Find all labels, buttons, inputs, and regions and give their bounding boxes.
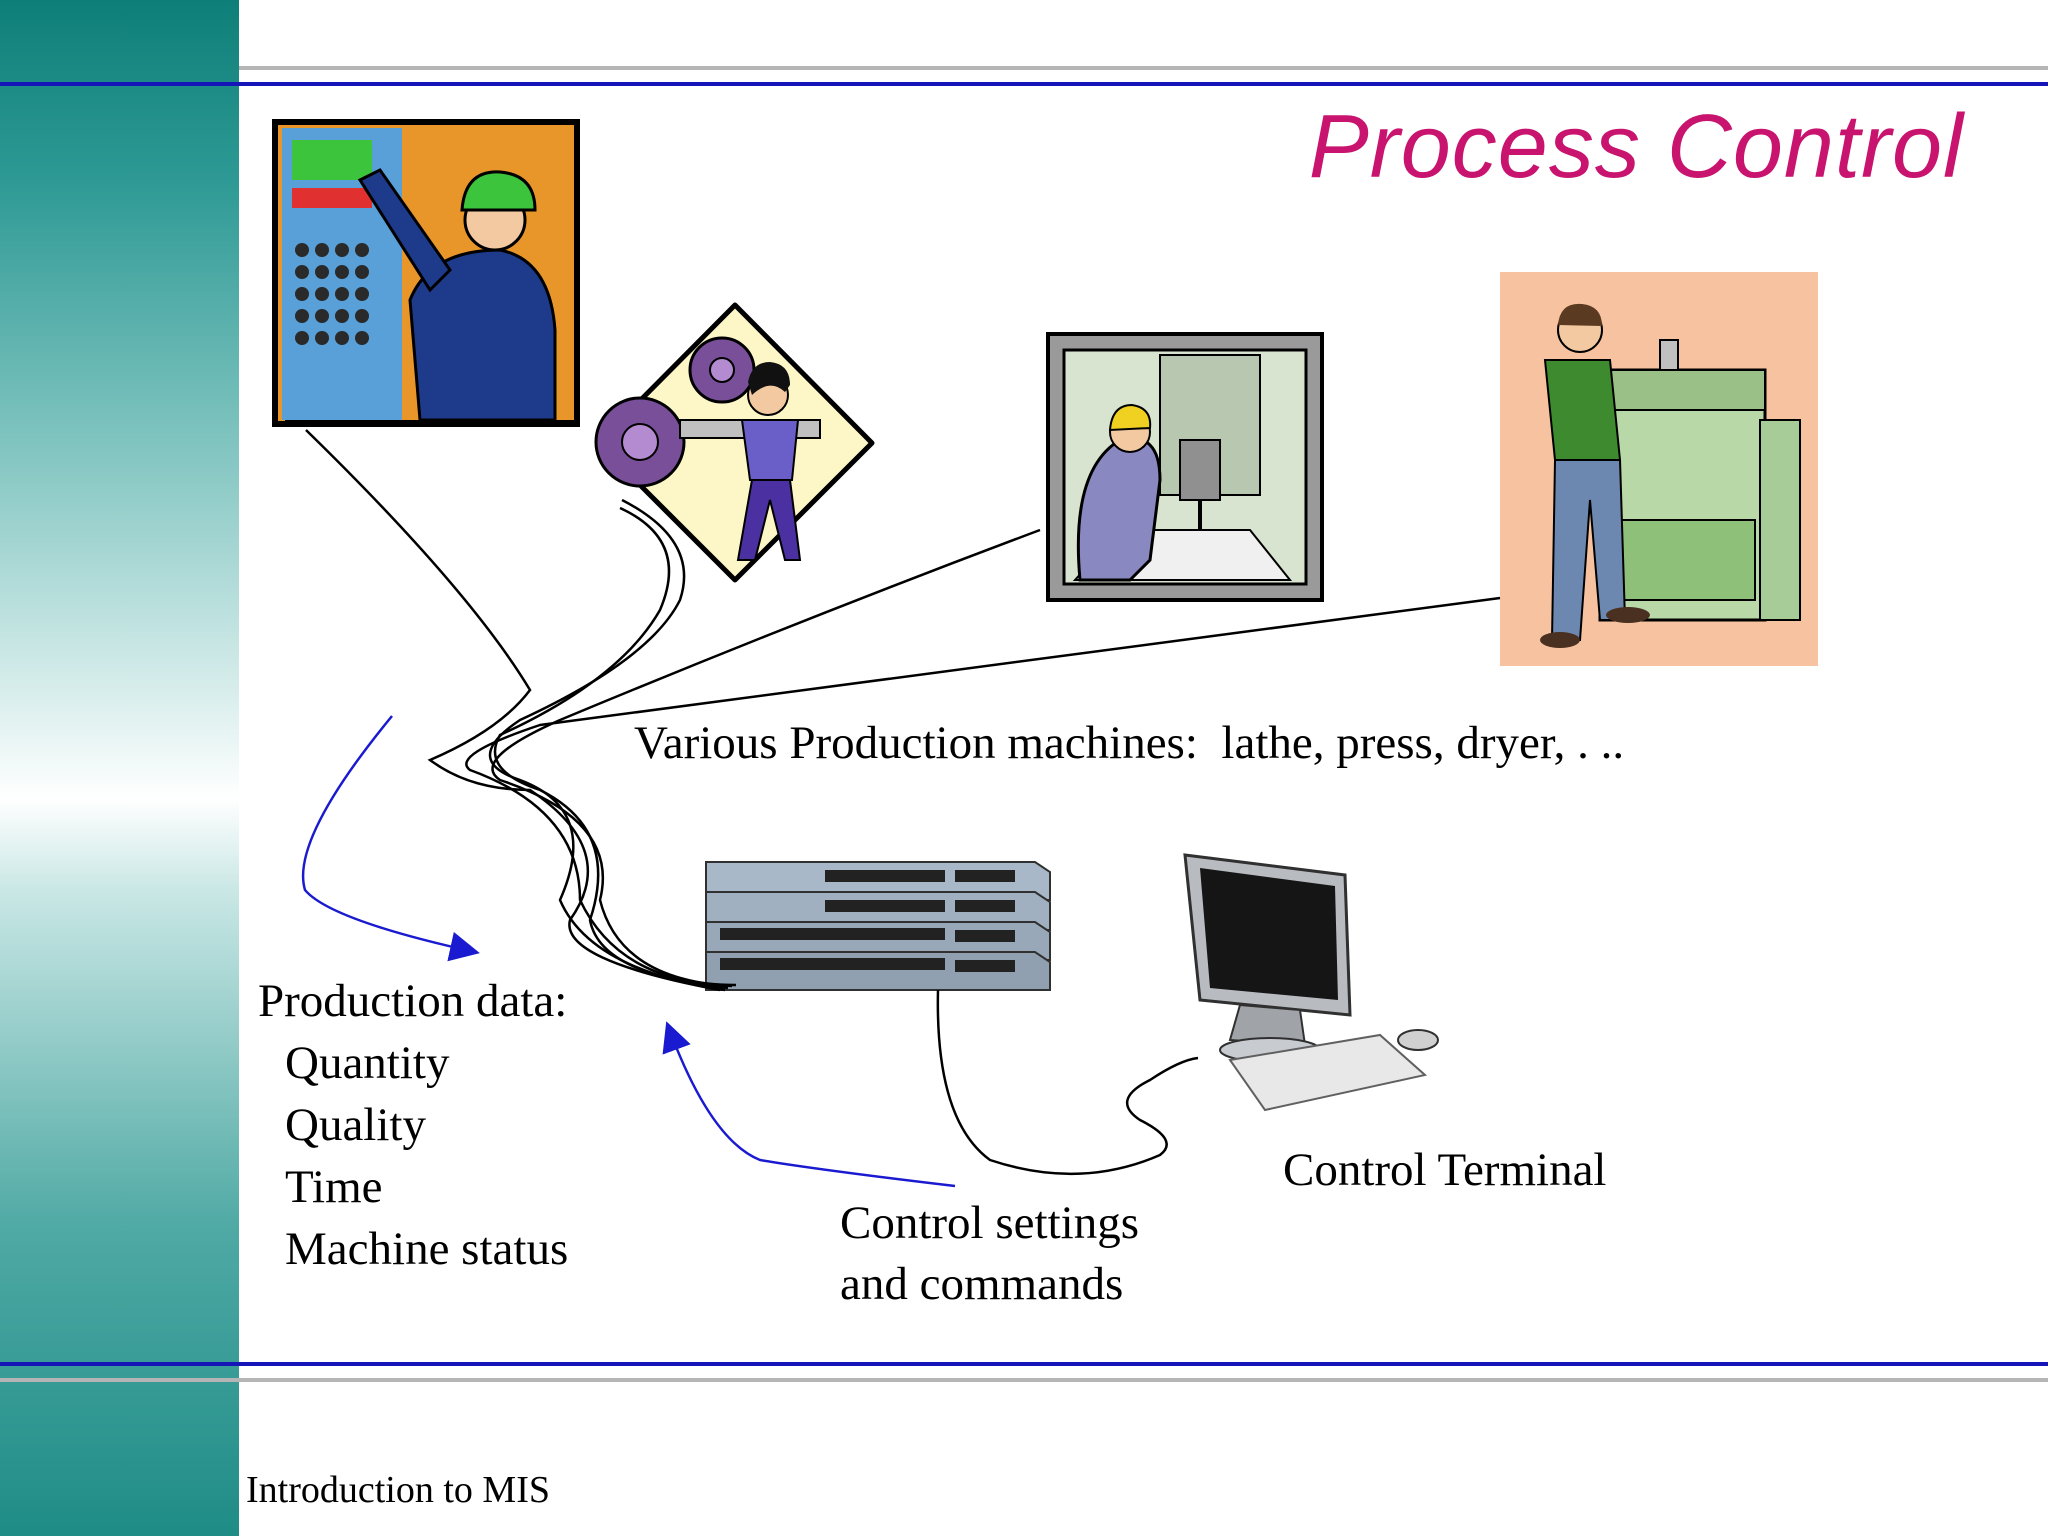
network-switch-icon	[705, 861, 1051, 991]
top-rule-blue	[0, 82, 2048, 86]
data-flow-arrows	[301, 715, 956, 1188]
bottom-rule-gray	[0, 1378, 2048, 1382]
control-settings-line1: Control settings	[840, 1197, 1139, 1249]
sidebar-band	[0, 0, 239, 1536]
gears-worker-icon	[594, 302, 875, 583]
machines-label: Various Production machines: lathe, pres…	[634, 717, 1625, 769]
production-data-item: Time	[285, 1161, 383, 1213]
control-terminal-label: Control Terminal	[1283, 1144, 1607, 1196]
slide-title: Process Control	[1308, 97, 1964, 197]
production-data-item: Quantity	[285, 1037, 450, 1089]
footer-course-title: Introduction to MIS	[246, 1469, 550, 1511]
control-settings-line2: and commands	[840, 1258, 1124, 1310]
operator-panel-icon	[272, 119, 580, 427]
top-rule-gray	[239, 66, 2048, 70]
machinist-icon	[1046, 332, 1324, 602]
press-operator-icon	[1500, 272, 1818, 666]
cable-lines	[305, 429, 1501, 1176]
production-data-item: Machine status	[285, 1223, 569, 1275]
bottom-rule-blue	[0, 1362, 2048, 1366]
production-data-item: Quality	[285, 1099, 426, 1151]
production-data-list: Quantity Quality Time Machine status	[285, 1040, 568, 1288]
production-data-heading: Production data:	[258, 975, 568, 1027]
computer-terminal-icon	[1183, 853, 1439, 1112]
